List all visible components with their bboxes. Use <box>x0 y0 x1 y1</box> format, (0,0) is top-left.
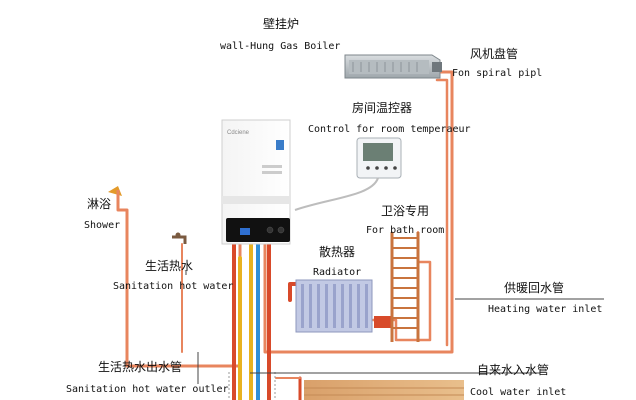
room-thermostat <box>294 137 402 211</box>
label-cool-inlet-cn: 自来水入水管 <box>477 362 549 377</box>
leader-lines <box>185 272 604 384</box>
hot-water-tap <box>172 232 187 244</box>
radiator-unit <box>295 279 392 333</box>
label-fan-coil-cn: 风机盘管 <box>470 46 518 61</box>
boiler-brand-text: Cdciene <box>227 130 250 136</box>
label-sanitation-outlet-en: Sanitation hot water outler <box>66 384 229 395</box>
label-thermostat-cn: 房间温控器 <box>352 100 412 115</box>
label-radiator-en: Radiator <box>313 267 361 278</box>
floor-heating-panel <box>304 380 464 400</box>
dashed-lines-bottom <box>228 372 276 400</box>
label-heating-inlet-cn: 供暖回水管 <box>504 280 564 295</box>
label-fan-coil-en: Fon spiral pipl <box>452 68 542 79</box>
label-boiler-cn: 壁挂炉 <box>263 16 299 31</box>
thermostat-cable <box>294 177 379 211</box>
fan-coil-return-pipe <box>435 78 449 347</box>
fan-coil-unit <box>344 54 442 79</box>
bathroom-towel-rail <box>390 232 420 342</box>
label-radiator-cn: 散热器 <box>319 244 355 259</box>
label-thermostat-en: Control for room temperaeur <box>308 124 471 135</box>
wall-hung-boiler: Cdciene <box>221 119 291 245</box>
boiler-control-panel <box>226 218 290 242</box>
label-shower-cn: 淋浴 <box>87 197 111 211</box>
label-heating-inlet-en: Heating water inlet <box>488 304 602 315</box>
radiator-supply-pipe <box>288 282 298 302</box>
label-sanitation-outlet-cn: 生活热水出水管 <box>98 359 182 374</box>
label-bathroom-en: For bath room <box>366 225 444 236</box>
shower-head <box>108 186 122 199</box>
label-shower-en: Shower <box>84 220 120 231</box>
label-bathroom-cn: 卫浴专用 <box>381 203 429 218</box>
label-sanitation-hot-en: Sanitation hot water <box>113 281 233 292</box>
thermostat-screen <box>363 143 393 161</box>
labels: 壁挂炉 wall-Hung Gas Boiler 风机盘管 Fon spiral… <box>66 16 602 398</box>
fan-coil-supply-pipe <box>263 70 454 354</box>
label-sanitation-hot-cn: 生活热水 <box>145 259 193 273</box>
label-cool-inlet-en: Cool water inlet <box>470 387 566 398</box>
label-boiler-en: wall-Hung Gas Boiler <box>220 41 340 52</box>
